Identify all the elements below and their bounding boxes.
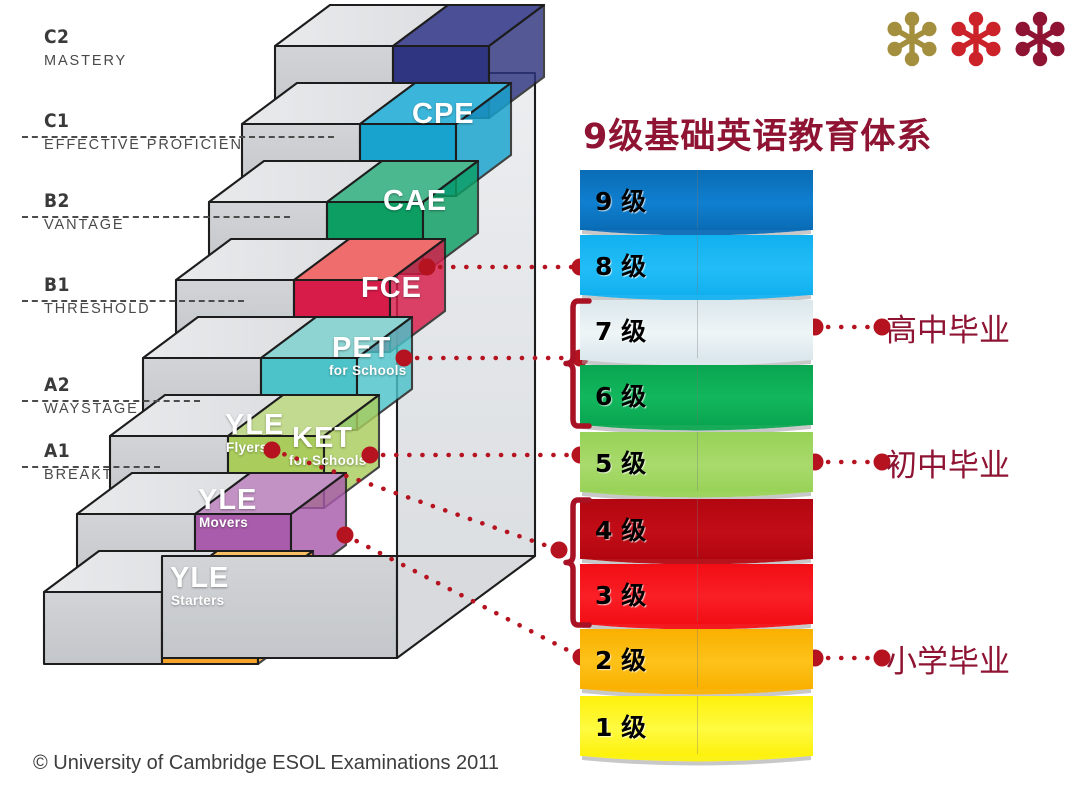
cefr-code-c2: C2 bbox=[44, 26, 70, 48]
bar-center-seam bbox=[696, 170, 698, 230]
cefr-code-c1: C1 bbox=[44, 110, 70, 132]
level-5-label: 5 级 bbox=[595, 449, 647, 478]
level-4-fill bbox=[580, 499, 813, 559]
cambridge-esol-asterisk-logo bbox=[884, 8, 1068, 70]
level-9-label: 9 级 bbox=[595, 187, 647, 216]
level-3-fill bbox=[580, 564, 813, 624]
copyright-footer: © University of Cambridge ESOL Examinati… bbox=[33, 752, 500, 774]
bracket-4-3 bbox=[563, 497, 592, 628]
level-3-label: 3 级 bbox=[595, 581, 647, 610]
cefr-name-c2: MASTERY bbox=[44, 53, 128, 69]
annotation-junior-high: 初中毕业 bbox=[886, 448, 1010, 484]
level-8-label: 8 级 bbox=[595, 252, 647, 281]
cefr-code-b2: B2 bbox=[44, 190, 70, 212]
right-panel-title: 9级基础英语教育体系 bbox=[583, 117, 933, 157]
cefr-name-c1: EFFECTIVE PROFICIENCY bbox=[44, 137, 267, 153]
cefr-code-a1: A1 bbox=[44, 440, 71, 462]
cefr-name-b2: VANTAGE bbox=[44, 217, 125, 233]
bar-center-seam bbox=[696, 499, 698, 559]
bracket-7-6 bbox=[563, 298, 592, 429]
base-side bbox=[395, 554, 537, 660]
bar-shadow bbox=[582, 754, 811, 766]
level-4-label: 4 级 bbox=[595, 516, 647, 545]
level-6-fill bbox=[580, 365, 813, 425]
cefr-name-a2: WAYSTAGE bbox=[44, 401, 139, 417]
level-1-label: 1 级 bbox=[595, 713, 647, 742]
annotation-high-school: 高中毕业 bbox=[886, 313, 1010, 349]
bar-center-seam bbox=[696, 564, 698, 624]
asterisk-red bbox=[951, 11, 1001, 67]
level-8-fill bbox=[580, 235, 813, 295]
asterisk-maroon bbox=[1015, 11, 1065, 67]
level-2-fill bbox=[580, 629, 813, 689]
logo-svg bbox=[887, 11, 1065, 67]
bar-center-seam bbox=[696, 696, 698, 756]
cefr-name-b1: THRESHOLD bbox=[44, 301, 151, 317]
cefr-code-b1: B1 bbox=[44, 274, 70, 296]
level-5-fill bbox=[580, 432, 813, 492]
level-2-label: 2 级 bbox=[595, 646, 647, 675]
connector-flyers-to-level-4 bbox=[263, 441, 568, 559]
level-7-fill bbox=[580, 300, 813, 360]
level-1-fill bbox=[580, 696, 813, 756]
cefr-divider-a2 bbox=[22, 400, 200, 402]
level-7-label: 7 级 bbox=[595, 317, 647, 346]
cefr-divider-b1 bbox=[22, 300, 244, 302]
bar-center-seam bbox=[696, 235, 698, 295]
level-9-fill bbox=[580, 170, 813, 230]
cefr-divider-b2 bbox=[22, 216, 290, 218]
cefr-divider-c1 bbox=[22, 136, 334, 138]
bar-center-seam bbox=[696, 432, 698, 492]
bar-center-seam bbox=[696, 365, 698, 425]
bar-center-seam bbox=[696, 300, 698, 360]
cefr-code-a2: A2 bbox=[44, 374, 71, 396]
bar-center-seam bbox=[696, 629, 698, 689]
annotation-primary: 小学毕业 bbox=[886, 644, 1010, 680]
level-1-bar[interactable]: 1 级 bbox=[580, 696, 813, 766]
level-6-label: 6 级 bbox=[595, 382, 647, 411]
cefr-staircase-diagram bbox=[42, 3, 546, 666]
level-3-bar[interactable]: 3 级 bbox=[580, 564, 813, 634]
asterisk-gold bbox=[887, 11, 937, 67]
cefr-divider-a1 bbox=[22, 466, 160, 468]
